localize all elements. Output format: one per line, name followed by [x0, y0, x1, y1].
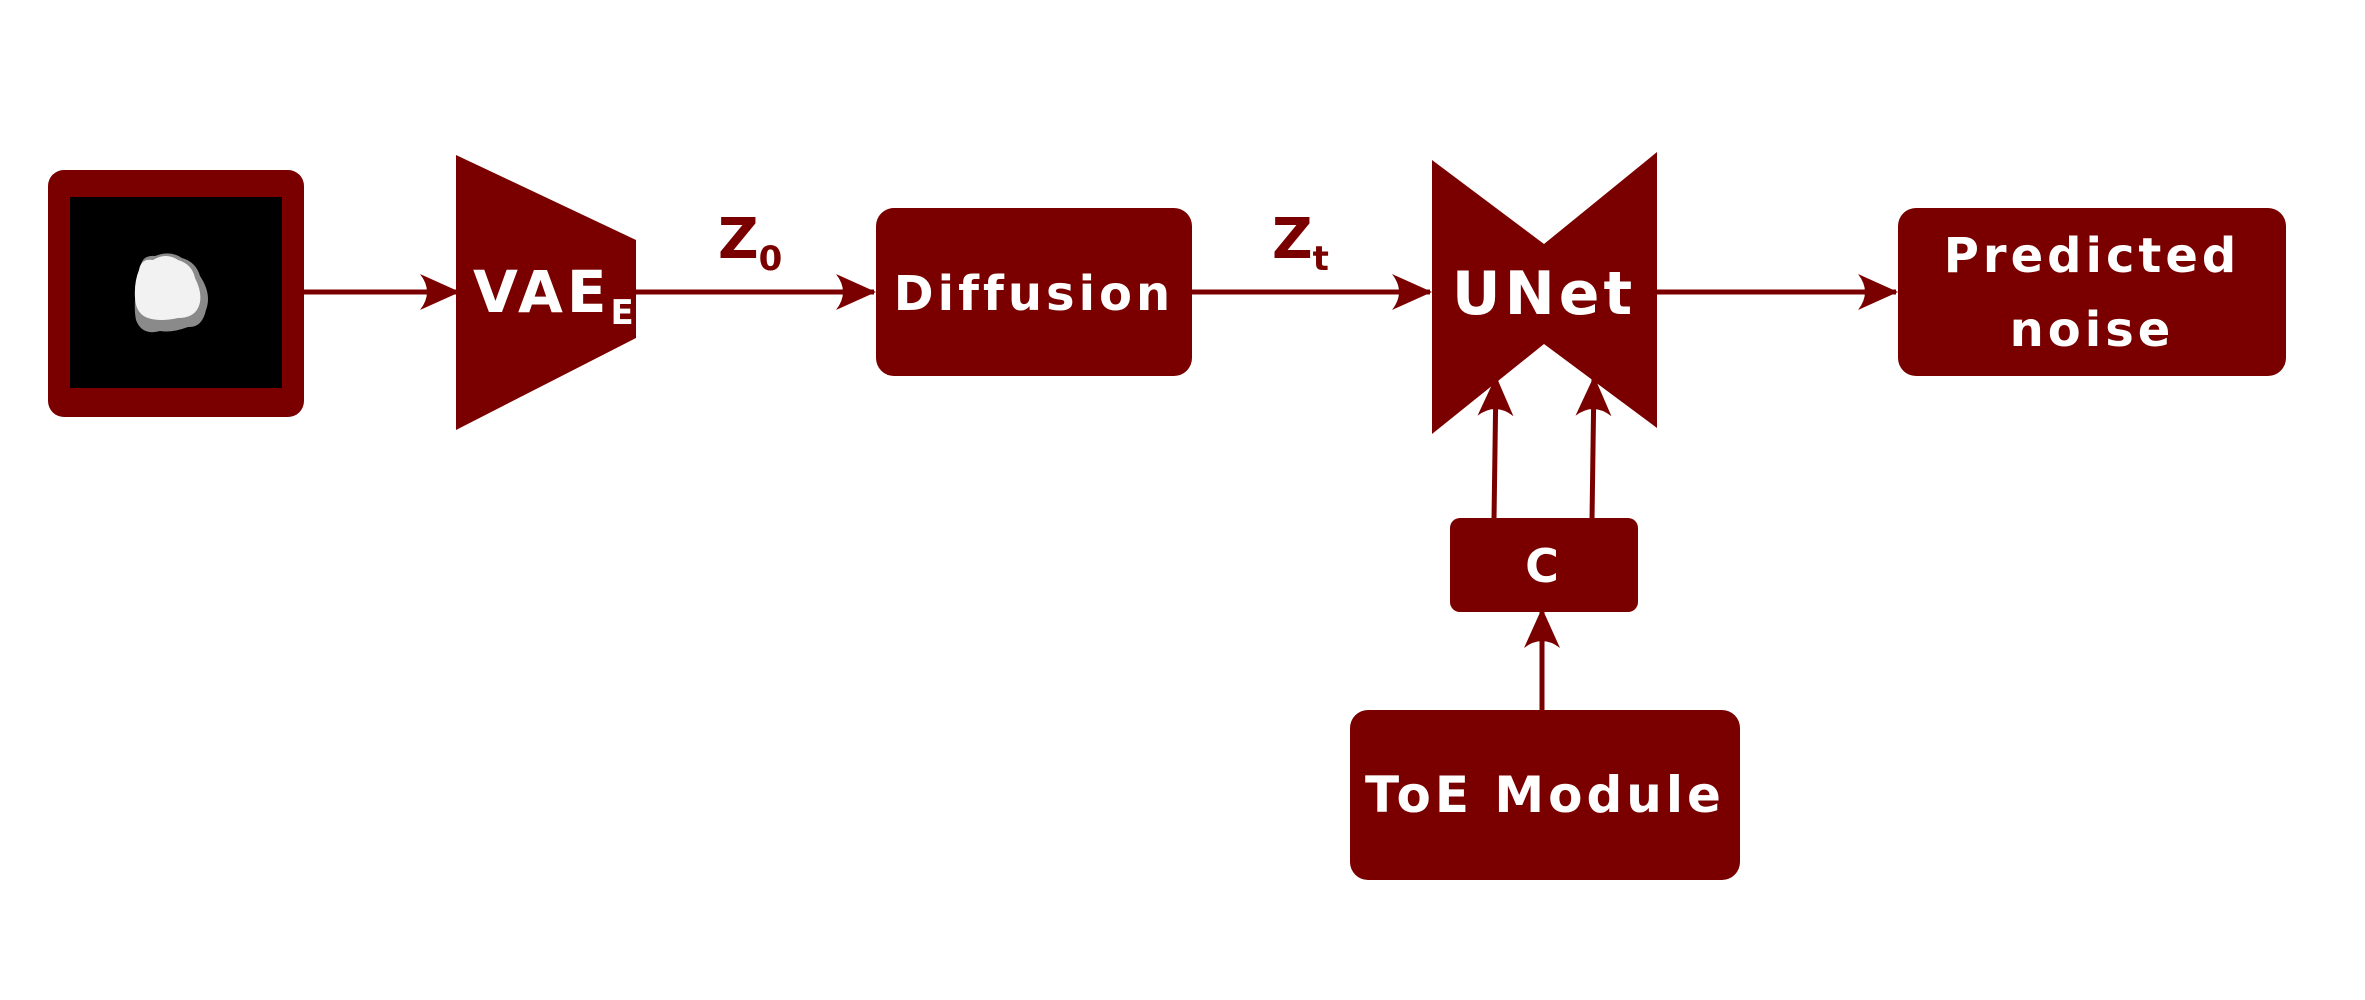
toe-module-node: ToE Module — [1350, 710, 1740, 880]
arrow-condition-to-unet-right — [1575, 376, 1612, 521]
unet-shape — [1432, 152, 1657, 434]
toe-module-label: ToE Module — [1365, 766, 1725, 824]
condition-label: C — [1525, 539, 1563, 593]
predicted-noise-label-line1: Predicted — [1944, 228, 2241, 284]
diffusion-node: Diffusion — [876, 208, 1192, 376]
input-image-node — [48, 170, 304, 417]
vae-encoder-label: VAEE — [473, 258, 638, 333]
blob-highlight — [134, 256, 201, 320]
predicted-noise-label-line2: noise — [2010, 302, 2175, 358]
vae-encoder-shape — [456, 155, 636, 430]
unet-label: UNet — [1452, 259, 1636, 329]
unet-node: UNet — [1432, 152, 1657, 434]
vae-encoder-subscript: E — [610, 293, 637, 333]
z0-subscript: 0 — [759, 239, 783, 279]
arrow-condition-to-unet-left — [1477, 376, 1514, 521]
condition-node: C — [1450, 518, 1638, 612]
toe-module-box — [1350, 710, 1740, 880]
predicted-noise-box — [1898, 208, 2286, 376]
diffusion-box — [876, 208, 1192, 376]
predicted-noise-node: Predicted noise — [1898, 208, 2286, 376]
vae-encoder-node: VAEE — [456, 155, 638, 430]
diffusion-label: Diffusion — [894, 266, 1174, 322]
zt-label: Zt — [1272, 207, 1329, 279]
zt-subscript: t — [1313, 239, 1329, 279]
condition-box — [1450, 518, 1638, 612]
z0-label: Z0 — [718, 207, 782, 279]
